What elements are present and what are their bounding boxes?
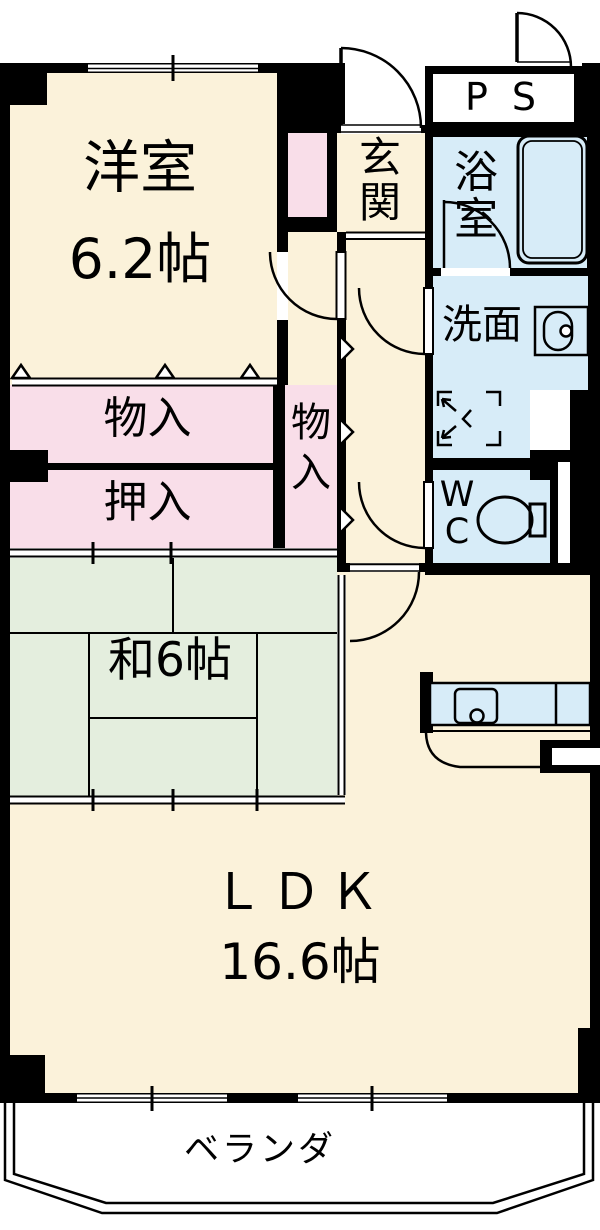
wc-label: W C	[436, 475, 478, 553]
washroom-label: 洗面	[442, 302, 522, 348]
veranda-label: ベランダ	[183, 1130, 336, 1170]
windows	[77, 55, 447, 1111]
japanese-room-label: 和6帖	[108, 633, 232, 688]
western-room-floor	[10, 73, 277, 385]
wc-label-w: W	[439, 475, 475, 515]
ldk-label: ＬＤＫ	[213, 863, 387, 921]
tatami-lines	[10, 558, 337, 803]
western-room-label: 洋室	[83, 135, 197, 201]
washroom-door-arc	[357, 287, 434, 356]
wc-door-arc	[357, 481, 434, 550]
sliding-tracks	[9, 231, 425, 811]
ldk-size: 16.6帖	[219, 933, 381, 991]
western-room-size: 6.2帖	[68, 227, 212, 291]
storage-upper-floor	[10, 385, 273, 463]
toilet-icon	[476, 495, 547, 545]
kitchen-wall-opening	[552, 748, 600, 765]
wall-recess	[558, 462, 570, 563]
bathtub-icon	[516, 134, 589, 265]
ldk-door-arc	[349, 563, 421, 643]
closet-fold-marker-icon	[9, 362, 262, 380]
corridor-floor	[346, 232, 425, 563]
storage-side-label: 物入	[291, 400, 331, 496]
entrance-door-arc	[339, 46, 423, 134]
doors	[268, 11, 573, 643]
wc-label-c: C	[444, 512, 470, 553]
hall-strip-floor	[288, 232, 337, 385]
window-icon	[88, 55, 258, 81]
entrance-floor	[337, 130, 425, 232]
washroom-floor2	[433, 390, 530, 458]
bathroom-door-arc	[441, 200, 512, 276]
ps-door-arc	[515, 11, 573, 70]
entrance-label: 玄関	[358, 133, 401, 227]
storage-side-floor	[285, 385, 337, 548]
window-icon	[77, 1086, 227, 1111]
storage-upper-label: 物入	[103, 393, 192, 444]
pipe-space-label: P S	[464, 75, 543, 119]
closet-floor	[10, 470, 273, 548]
closet-fold-marker-icon	[340, 336, 355, 533]
bathroom-label: 浴室	[454, 147, 498, 245]
closet-label: 押入	[103, 477, 192, 528]
kitchen-sink-icon	[453, 687, 499, 725]
entrance-closet-floor	[288, 130, 327, 217]
veranda-outline	[3, 1103, 595, 1215]
kitchen-counter-icon	[424, 681, 592, 769]
pipe-space-box	[425, 66, 582, 130]
washer-space-icon	[436, 390, 502, 447]
window-icon	[298, 1086, 447, 1111]
western-room-door-arc	[268, 251, 347, 321]
sink-icon	[533, 305, 590, 357]
